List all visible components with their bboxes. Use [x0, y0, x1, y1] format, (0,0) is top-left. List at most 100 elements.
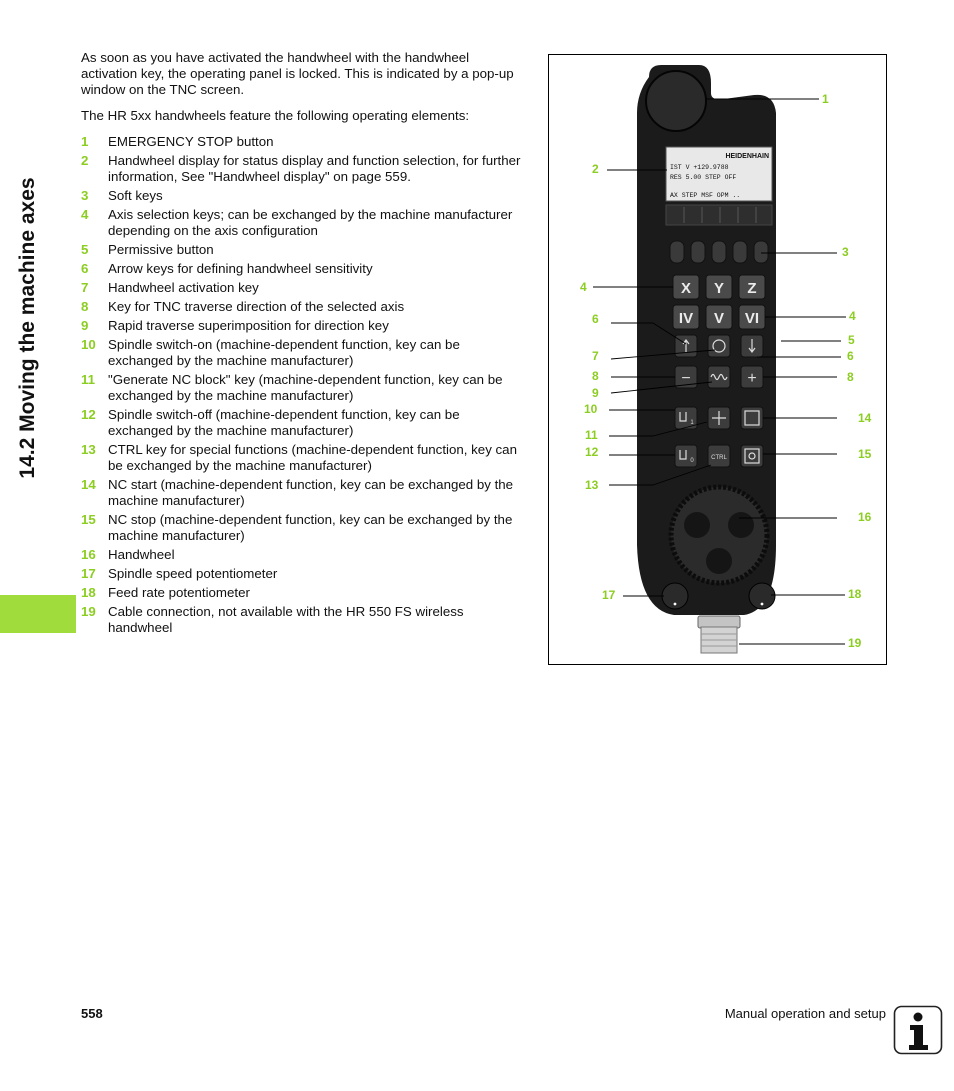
list-item-text: Arrow keys for defining handwheel sensit…	[108, 261, 373, 276]
handwheel-activation-key	[707, 334, 731, 358]
soft-key-2	[690, 240, 706, 264]
list-item-text: Cable connection, not available with the…	[108, 604, 464, 635]
display-softkey-strip	[665, 204, 773, 226]
list-item-text: "Generate NC block" key (machine-depende…	[108, 372, 503, 403]
list-item: 2 Handwheel display for status display an…	[81, 153, 527, 185]
display-line-1: IST V +129.9788	[670, 164, 729, 171]
list-item-number: 16	[81, 547, 96, 562]
handwheel-figure: HEIDENHAIN IST V +129.9788 RES 5.00 STEP…	[548, 54, 887, 665]
list-item-text: Feed rate potentiometer	[108, 585, 250, 600]
handwheel-display	[665, 146, 773, 202]
list-item-number: 11	[81, 372, 96, 387]
axis-key-vi-label: VI	[745, 310, 759, 327]
nc-stop-key	[740, 444, 764, 468]
display-line-2: RES 5.00 STEP OFF	[670, 174, 736, 181]
axis-key-y	[705, 274, 733, 300]
spindle-on-icon	[679, 412, 687, 422]
callout-18: 18	[848, 587, 862, 601]
callout-6-left: 6	[592, 312, 599, 326]
list-item: 16 Handwheel	[81, 547, 527, 563]
handwheel-grip-1	[684, 512, 710, 538]
list-item-text: Handwheel display for status display and…	[108, 153, 521, 184]
display-line-3: AX STEP MSF OPM ..	[670, 192, 740, 199]
callout-14: 14	[858, 411, 872, 425]
emergency-stop-button	[645, 70, 707, 132]
list-item-number: 5	[81, 242, 89, 257]
spindle-on-label: 1	[690, 420, 694, 426]
list-item-text: Spindle switch-on (machine-dependent fun…	[108, 337, 460, 368]
list-item-number: 10	[81, 337, 96, 352]
handwheel-grip-2	[728, 512, 754, 538]
body-text: As soon as you have activated the handwh…	[81, 50, 527, 639]
axis-key-x-label: X	[681, 280, 691, 297]
axis-key-v-label: V	[714, 310, 724, 327]
callout-5: 5	[848, 333, 855, 347]
list-item-number: 8	[81, 299, 89, 314]
list-item-text: Spindle switch-off (machine-dependent fu…	[108, 407, 460, 438]
callout-1: 1	[822, 92, 829, 106]
page-number: 558	[81, 1006, 103, 1021]
soft-key-5	[753, 240, 769, 264]
cable-connector-nut	[697, 615, 741, 629]
list-item: 11 "Generate NC block" key (machine-depen…	[81, 372, 527, 404]
callout-15: 15	[858, 447, 872, 461]
list-item-text: Spindle speed potentiometer	[108, 566, 278, 581]
list-item: 8 Key for TNC traverse direction of the s…	[81, 299, 527, 315]
nc-stop-circle-icon	[748, 452, 756, 460]
list-item-number: 17	[81, 566, 96, 581]
list-item: 12 Spindle switch-off (machine-dependent …	[81, 407, 527, 439]
callout-13: 13	[585, 478, 599, 492]
list-item-text: Handwheel activation key	[108, 280, 259, 295]
ctrl-key	[707, 444, 731, 468]
callout-4-right: 4	[849, 309, 856, 323]
ctrl-key-label: CTRL	[711, 455, 727, 461]
intro-paragraph-1: As soon as you have activated the handwh…	[81, 50, 514, 97]
list-item: 5 Permissive button	[81, 242, 527, 258]
axis-key-iv-label: IV	[679, 310, 693, 327]
spindle-pot-marker	[673, 602, 677, 606]
list-item-text: NC start (machine-dependent function, ke…	[108, 477, 514, 508]
list-item-text: Key for TNC traverse direction of the se…	[108, 299, 405, 314]
callout-2: 2	[592, 162, 599, 176]
arrow-down-icon	[748, 339, 756, 353]
list-item-number: 12	[81, 407, 96, 422]
handwheel-activation-icon	[712, 339, 726, 353]
list-item-number: 9	[81, 318, 89, 333]
handwheel-illustration: HEIDENHAIN IST V +129.9788 RES 5.00 STEP…	[580, 65, 872, 654]
list-item-number: 3	[81, 188, 89, 203]
list-item-number: 7	[81, 280, 89, 295]
callout-8-left: 8	[592, 369, 599, 383]
list-item-number: 6	[81, 261, 89, 276]
spindle-off-icon	[679, 450, 687, 460]
list-item: 19 Cable connection, not available with t…	[81, 604, 527, 636]
callout-19: 19	[848, 636, 862, 650]
footer-chapter-title: Manual operation and setup	[724, 1006, 886, 1021]
axis-key-iv	[672, 304, 700, 330]
list-item-number: 19	[81, 604, 96, 619]
feed-rate-potentiometer	[748, 582, 776, 610]
list-item: 10 Spindle switch-on (machine-dependent f…	[81, 337, 527, 369]
list-item-number: 13	[81, 442, 96, 457]
chapter-title: 14.2 Moving the machine axes	[16, 177, 39, 479]
soft-key-1	[669, 240, 685, 264]
list-item-number: 2	[81, 153, 89, 168]
list-item-text: EMERGENCY STOP button	[108, 134, 274, 149]
callout-4-left: 4	[580, 280, 587, 294]
nc-stop-icon	[744, 448, 760, 464]
list-item-text: Permissive button	[108, 242, 214, 257]
callout-8-right: 8	[847, 370, 854, 384]
chapter-tab	[0, 595, 76, 633]
axis-key-v	[705, 304, 733, 330]
axis-key-y-label: Y	[714, 280, 724, 297]
list-item-text: Handwheel	[108, 547, 175, 562]
callout-3: 3	[842, 245, 849, 259]
list-item-text: NC stop (machine-dependent function, key…	[108, 512, 513, 543]
callout-12: 12	[585, 445, 599, 459]
